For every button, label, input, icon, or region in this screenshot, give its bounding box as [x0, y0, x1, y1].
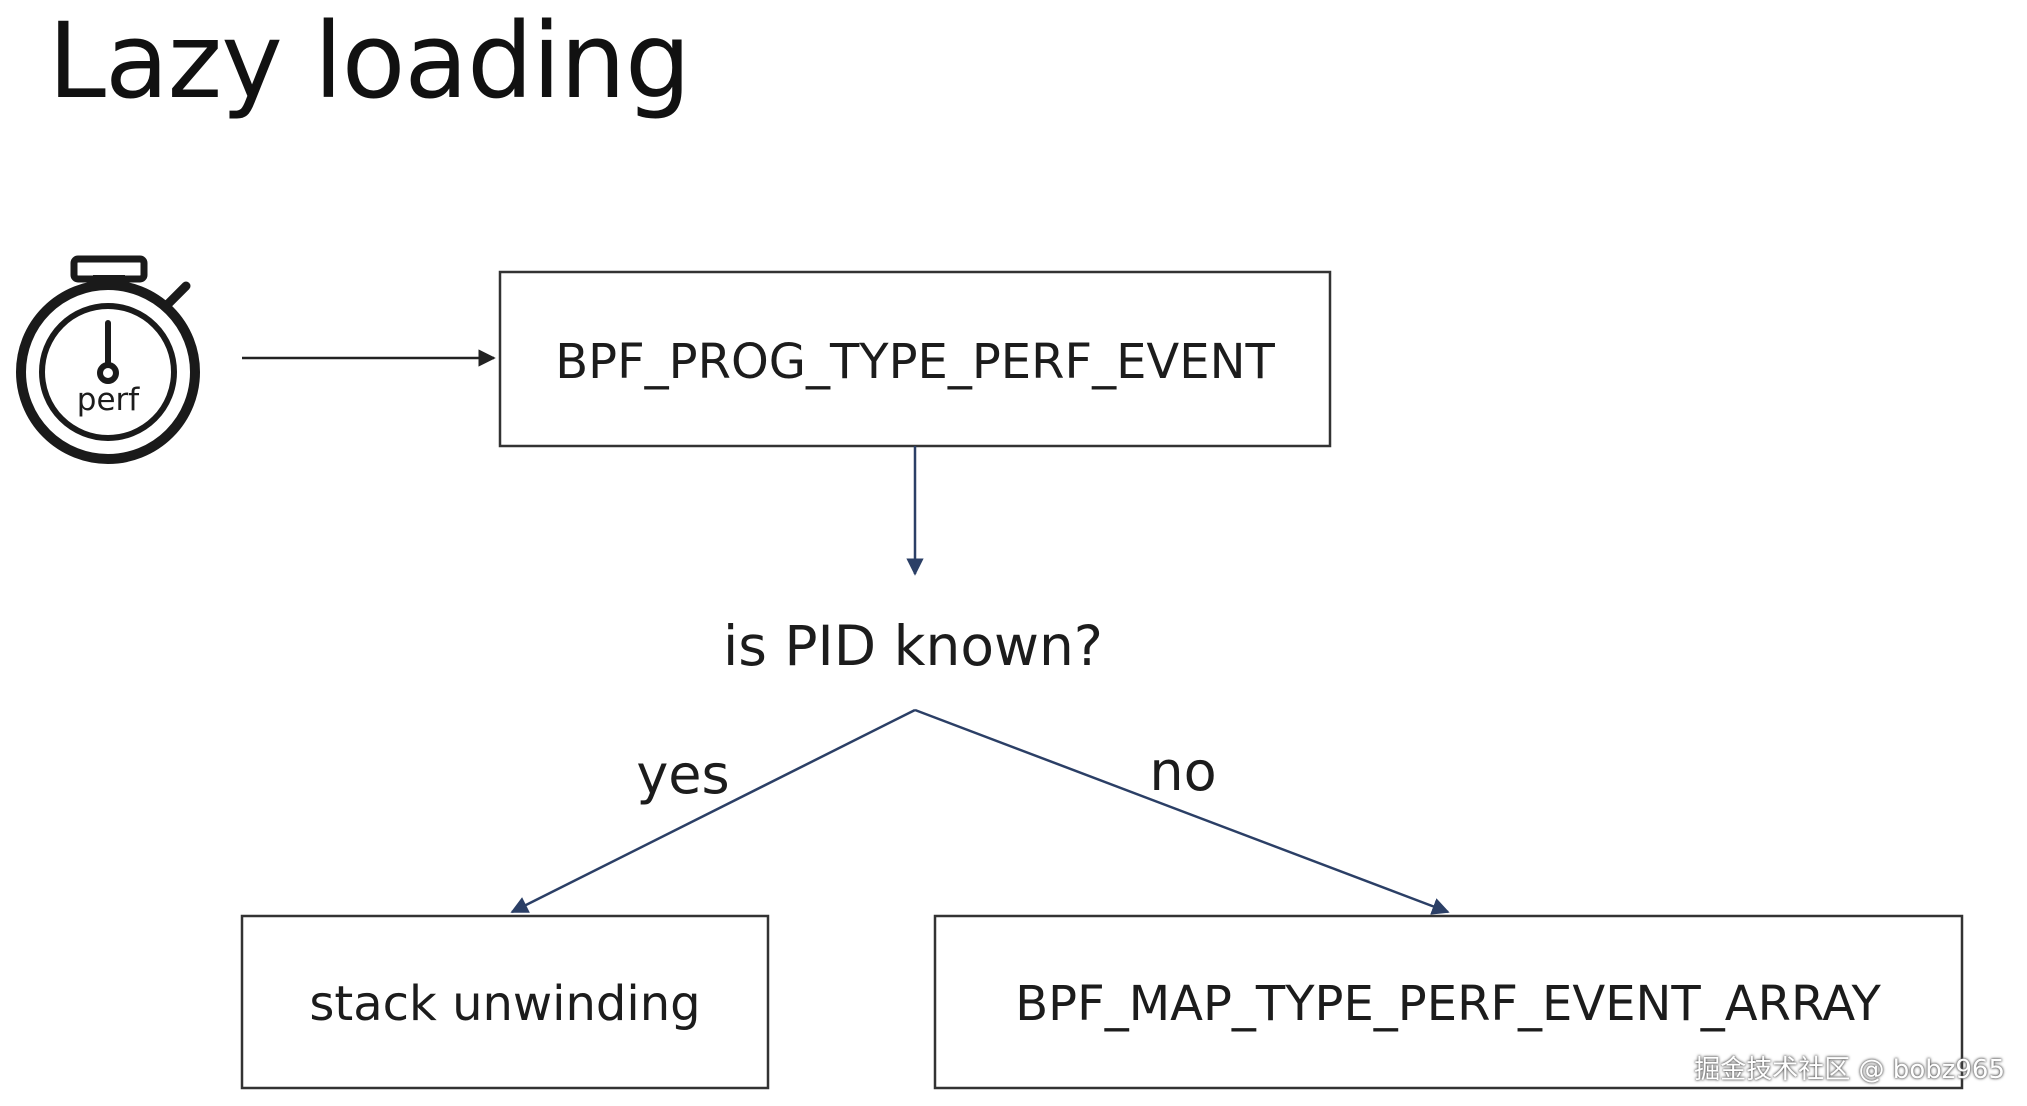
prog-type-label: BPF_PROG_TYPE_PERF_EVENT [555, 334, 1275, 390]
no-branch-label: no [1149, 740, 1216, 803]
stack-unwinding-box [240, 914, 770, 1090]
decision-label: is PID known? [723, 614, 1103, 678]
page-title: Lazy loading [48, 0, 691, 122]
perf-event-array-label: BPF_MAP_TYPE_PERF_EVENT_ARRAY [1015, 976, 1881, 1032]
yes-branch-label: yes [636, 743, 729, 806]
prog-type-box [498, 270, 1332, 448]
perf-label: perf [77, 382, 140, 418]
perf-event-array-box [933, 914, 1964, 1090]
stopwatch-icon [16, 255, 200, 464]
stack-unwinding-label: stack unwinding [309, 976, 700, 1032]
watermark: 掘金技术社区 @ bobz965 [1694, 1055, 2005, 1085]
yes-branch-arrow [510, 708, 916, 914]
no-branch-arrow [914, 708, 1450, 915]
